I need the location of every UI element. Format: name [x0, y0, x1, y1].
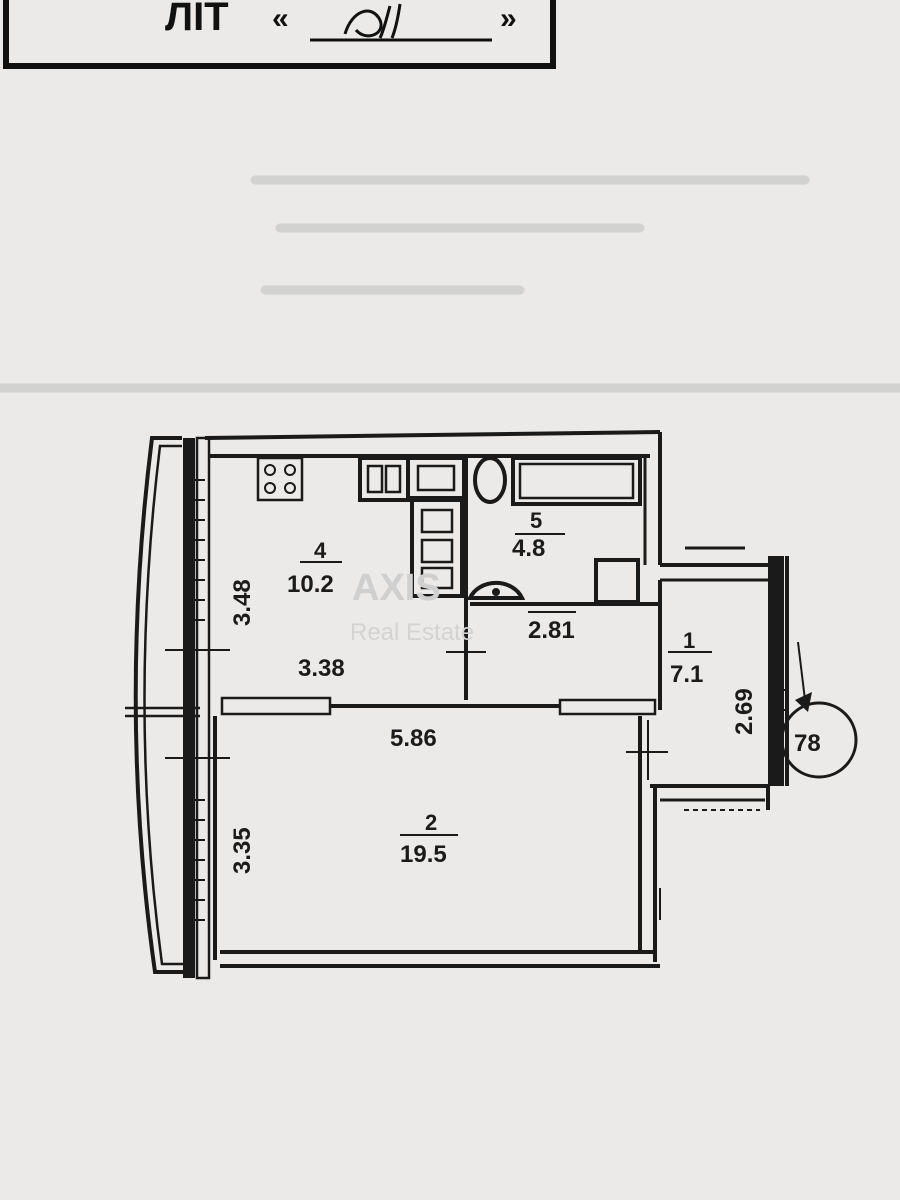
watermark: AXIS Real Estate — [350, 567, 474, 646]
left-wall — [165, 436, 230, 980]
apartment-marker: 78 — [779, 639, 858, 779]
dim-bath-width: 2.81 — [528, 617, 575, 644]
room-4-area: 10.2 — [287, 571, 334, 598]
hallway — [558, 546, 789, 811]
room-4-number: 4 — [314, 538, 327, 563]
dim-kitchen-width: 3.38 — [298, 655, 345, 682]
room-5-label: 5 4.8 — [512, 508, 545, 562]
dim-living-width: 5.86 — [390, 725, 437, 752]
window-upper — [190, 479, 205, 621]
header-prefix: ЛІТ — [165, 0, 229, 39]
toilet-icon — [473, 456, 507, 504]
bathroom — [464, 456, 644, 700]
header-quote-close: » — [500, 2, 517, 35]
header-box: ЛІТ « » — [3, 0, 556, 69]
dim-kitchen-height: 3.48 — [229, 579, 256, 626]
room-5-number: 5 — [530, 508, 542, 533]
header-quote-open: « — [272, 2, 289, 35]
room-1-number: 1 — [683, 628, 695, 653]
watermark-brand: AXIS — [352, 567, 441, 609]
room-2-label: 2 19.5 — [400, 810, 458, 868]
bathtub-icon — [511, 456, 642, 506]
handwritten-signature — [343, 3, 402, 39]
watermark-sub: Real Estate — [350, 619, 474, 646]
room-2-number: 2 — [425, 810, 437, 835]
living-room — [213, 716, 661, 968]
room-1-area: 7.1 — [670, 661, 703, 688]
room-2-area: 19.5 — [400, 841, 447, 868]
partition-kitchen-living — [220, 630, 560, 716]
kitchen — [256, 456, 466, 598]
room-1-label: 1 7.1 — [668, 628, 712, 688]
window-lower — [190, 799, 205, 921]
dim-hall-height: 2.69 — [731, 688, 758, 735]
room-4-label: 4 10.2 — [287, 538, 342, 598]
washbasin-icon — [466, 580, 526, 600]
show-through-lines — [0, 175, 900, 393]
room-5-area: 4.8 — [512, 535, 545, 562]
apartment-number: 78 — [794, 730, 821, 757]
dim-living-height: 3.35 — [229, 827, 256, 874]
